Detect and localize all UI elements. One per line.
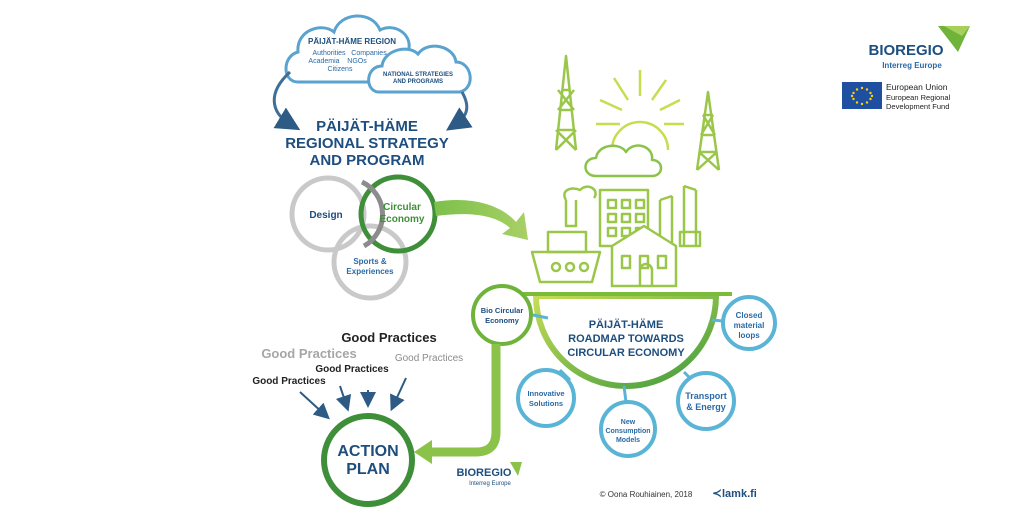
cloud-title: PÄIJÄT-HÄME REGION [308,37,396,46]
closed-loops-circle [721,295,777,351]
action-line2: PLAN [346,461,390,478]
innov-line1: Innovative [527,389,564,398]
innovative-circle [516,368,576,428]
bio-to-action-path [432,344,501,457]
eu-logo: European Union European Regional Develop… [842,82,951,111]
roadmap-line1: PÄIJÄT-HÄME [589,318,664,331]
national-line1: NATIONAL STRATEGIES [383,72,453,78]
eu-stars-icon [850,86,874,106]
gp-4: Good Practices [315,364,389,375]
new-line2: Consumption [605,428,650,435]
new-line3: Models [616,437,640,444]
footer-bioregio-logo: BIOREGIO Interreg Europe [456,462,522,487]
transport-line1: Transport [685,391,727,401]
eu-line1: European Union [886,82,948,92]
footer-lamk: lamk.fi [722,488,757,500]
venn-dark-arc [360,179,386,249]
footer-credit: © Oona Rouhiainen, 2018 [600,490,693,499]
bio-line2: Economy [485,316,520,325]
closed-line3: loops [738,331,760,340]
cloud-companies: Companies [351,50,387,57]
header-bioregio: BIOREGIO [868,42,943,59]
venn-design: Design [309,210,342,221]
bio-circle [471,284,533,346]
action-line1: ACTION [337,443,398,460]
header-interreg: Interreg Europe [882,61,942,70]
national-line2: AND PROGRAMS [393,79,443,85]
eu-line3: Development Fund [886,102,949,111]
gp-5: Good Practices [252,376,326,387]
new-line1: New [621,419,636,426]
city-illustration [530,54,721,288]
venn-circular-line2: Economy [379,214,424,225]
strategy-line3: AND PROGRAM [310,152,425,169]
strategy-line1: PÄIJÄT-HÄME [316,118,418,135]
cloud-ngos: NGOs [347,58,367,65]
cloud-academia: Academia [308,58,339,65]
circular-economy-ring [358,174,438,254]
gp-3: Good Practices [395,353,463,364]
cloud-citizens: Citizens [328,66,353,73]
gp-1: Good Practices [341,330,436,345]
header-bioregio-logo: BIOREGIO Interreg Europe [868,26,970,70]
transport-circle [676,371,736,431]
venn-to-city-arrow [434,200,528,240]
venn-sports-line1: Sports & [353,257,387,266]
national-cloud [367,44,472,94]
lamk-mark-icon: ≺ [712,486,722,500]
venn-sports-line2: Experiences [346,267,394,276]
gp-2: Good Practices [261,346,356,361]
roadmap-line3: CIRCULAR ECONOMY [567,347,685,359]
gp-arrows [299,377,407,420]
bio-to-action-arrowhead [414,440,432,464]
closed-line2: material [734,321,765,330]
action-plan-circle [321,413,415,507]
new-consumption-circle [599,400,657,458]
venn-circular-line1: Circular [383,202,421,213]
cloud-left-arrow [272,70,301,131]
closed-line1: Closed [736,311,763,320]
strategy-line2: REGIONAL STRATEGY [285,135,449,152]
roadmap-bowl [532,293,720,389]
transport-line2: & Energy [686,402,726,412]
footer-bioregio: BIOREGIO [456,467,511,479]
sports-ring [331,223,409,301]
cloud-right-arrow [446,91,473,131]
innov-line2: Solutions [529,399,563,408]
cloud-authorities: Authorities [312,50,346,57]
design-ring [289,175,367,253]
lamk-logo: ≺ lamk.fi [712,486,757,500]
bio-line1: Bio Circular [481,306,524,315]
roadmap-line2: ROADMAP TOWARDS [568,333,684,345]
footer-interreg: Interreg Europe [469,481,511,487]
eu-line2: European Regional [886,93,951,102]
